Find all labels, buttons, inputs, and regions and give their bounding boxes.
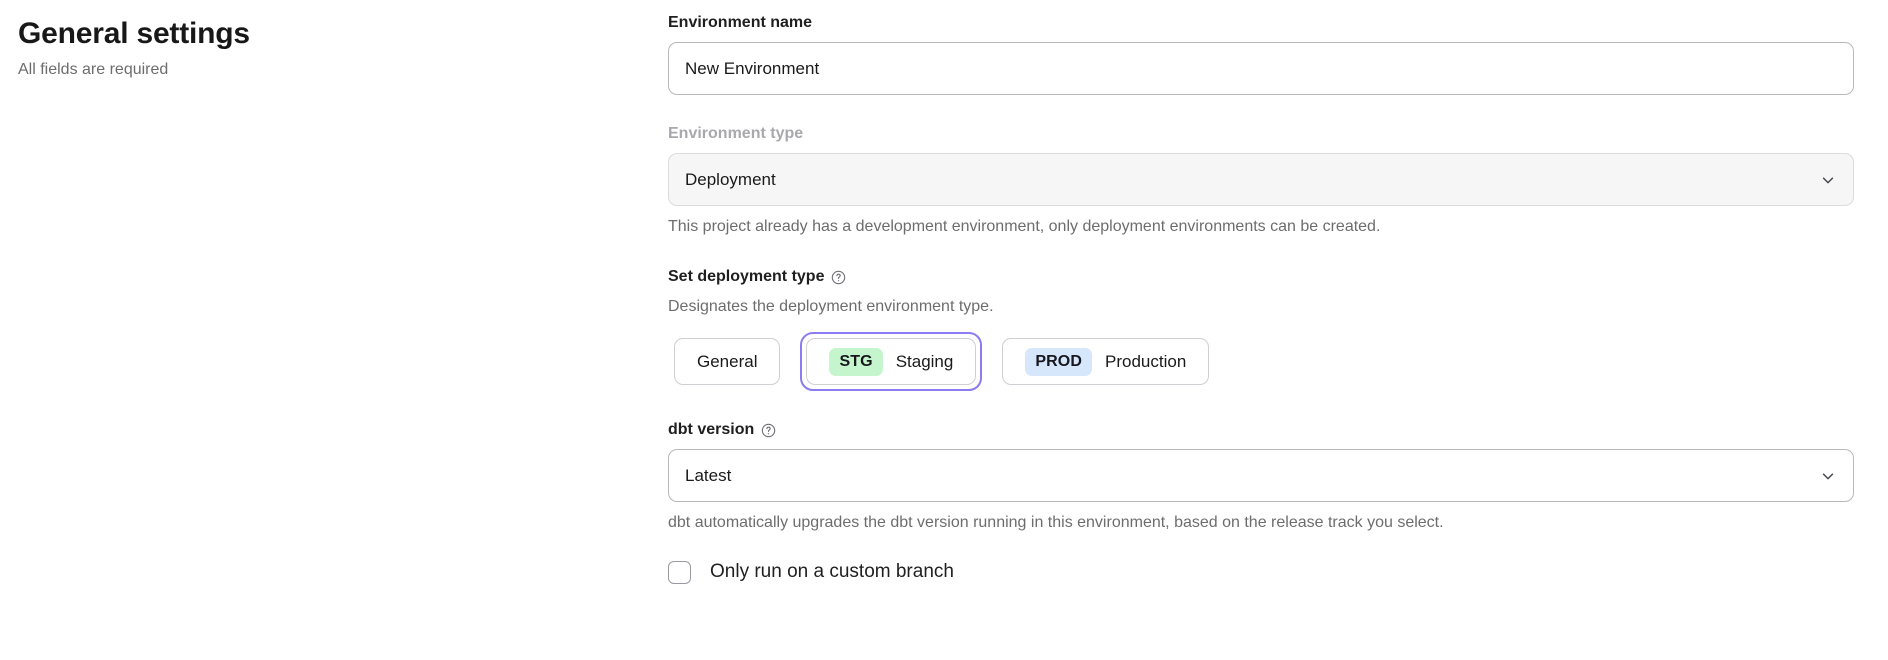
environment-type-value: Deployment [685, 169, 776, 189]
deployment-type-option-staging-label: Staging [895, 351, 954, 371]
deployment-type-option-general-label: General [697, 351, 758, 371]
environment-name-input[interactable]: New Environment [668, 42, 1854, 95]
custom-branch-checkbox[interactable] [668, 560, 691, 584]
custom-branch-row[interactable]: Only run on a custom branch [668, 560, 1854, 584]
deployment-type-option-production-wrap: PROD Production [996, 332, 1215, 391]
page-subtitle: All fields are required [18, 61, 169, 78]
dbt-version-label-text: dbt version [668, 421, 755, 438]
deployment-type-option-group: General STG Staging PROD Production [668, 332, 1854, 391]
deployment-type-description: Designates the deployment environment ty… [668, 298, 994, 315]
deployment-type-option-staging[interactable]: STG Staging [806, 338, 977, 385]
environment-name-label: Environment name [668, 14, 813, 31]
chevron-down-icon [1821, 173, 1835, 187]
deployment-type-option-general-wrap: General [668, 332, 786, 391]
deployment-type-label: Set deployment type [668, 266, 1854, 288]
deployment-type-option-production[interactable]: PROD Production [1002, 338, 1210, 385]
settings-header: General settings All fields are required [18, 14, 618, 82]
deployment-type-label-text: Set deployment type [668, 268, 825, 285]
page-title: General settings [18, 17, 250, 50]
environment-type-helper: This project already has a development e… [668, 218, 1381, 235]
custom-branch-label: Only run on a custom branch [710, 561, 954, 582]
staging-badge: STG [829, 347, 883, 376]
deployment-type-option-general[interactable]: General [674, 338, 781, 385]
dbt-version-label: dbt version [668, 419, 1854, 441]
environment-type-select[interactable]: Deployment [668, 153, 1854, 206]
field-environment-name: Environment name New Environment [668, 12, 1854, 95]
production-badge: PROD [1025, 347, 1092, 376]
dbt-version-value: Latest [685, 465, 732, 485]
deployment-type-option-staging-wrap: STG Staging [800, 332, 983, 391]
dbt-version-helper: dbt automatically upgrades the dbt versi… [668, 514, 1444, 531]
general-settings-form: Environment name New Environment Environ… [668, 12, 1854, 584]
field-deployment-type: Set deployment type Designates the deplo… [668, 266, 1854, 391]
chevron-down-icon [1821, 469, 1835, 483]
field-dbt-version: dbt version Latest dbt automatically upg… [668, 419, 1854, 534]
dbt-version-select[interactable]: Latest [668, 449, 1854, 502]
help-circle-icon[interactable] [831, 270, 846, 285]
deployment-type-option-production-label: Production [1105, 351, 1187, 371]
help-circle-icon[interactable] [761, 423, 776, 438]
environment-type-label: Environment type [668, 125, 804, 142]
field-environment-type: Environment type Deployment This project… [668, 123, 1854, 238]
